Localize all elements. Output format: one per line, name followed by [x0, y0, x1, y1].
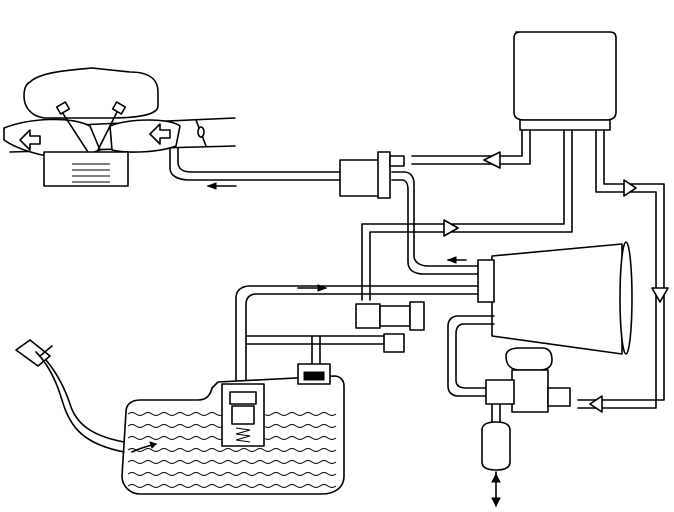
line-tank-to-vent — [245, 335, 385, 345]
wire-arrow-right — [623, 179, 637, 197]
ecm-wiring — [361, 129, 669, 413]
exhaust-port — [3, 118, 101, 161]
intake-flow-arrow — [149, 123, 171, 145]
filler-neck — [15, 339, 157, 453]
air-vent-arrow-down — [491, 497, 501, 508]
engine-intake — [3, 67, 343, 190]
line-purge-to-canister — [391, 171, 479, 275]
vent-valve-right — [409, 301, 425, 331]
canister-flow-arrow-head — [446, 256, 457, 264]
fuel-tank — [121, 363, 345, 495]
wire-arrow-purge — [483, 151, 501, 169]
wire-arrow-down — [651, 287, 669, 303]
throttle-shaft — [197, 126, 205, 138]
purge-valve-plug — [389, 155, 405, 167]
purge-valve-connector — [377, 151, 391, 199]
ecm-connector — [519, 119, 611, 131]
tank-pressure-valve-piston — [231, 405, 255, 425]
filler-cap-rim — [39, 345, 53, 357]
tank-pressure-valve-cap — [229, 391, 257, 405]
fuel-surface — [127, 412, 337, 488]
rollover-valve-float — [303, 371, 325, 381]
canister-body — [491, 243, 623, 355]
line-tank-to-canister — [235, 285, 479, 385]
wire-to-leak-pump — [577, 129, 665, 409]
canister-port-block — [477, 259, 495, 303]
vent-valve-left — [355, 303, 381, 329]
leak-detection-pump — [481, 347, 571, 508]
vent-valve-lower — [383, 333, 405, 353]
purge-line-to-intake-inner — [177, 147, 343, 173]
vent-valve — [235, 284, 479, 385]
filler-flow-arrow — [149, 441, 157, 449]
line-rollover-valve — [311, 335, 321, 365]
exhaust-flow-arrow — [19, 129, 41, 151]
air-filter — [481, 421, 511, 471]
pump-solenoid — [505, 347, 553, 371]
purge-valve-body — [339, 159, 381, 197]
tank-pressure-valve-spring — [235, 427, 251, 443]
piston — [72, 163, 110, 183]
line-canister-to-pump — [447, 315, 495, 397]
wire-to-purge-valve — [411, 129, 531, 165]
valve-spring-right — [111, 101, 127, 115]
purge-line-to-intake — [169, 147, 343, 181]
pump-body — [511, 369, 549, 413]
cylinder-block — [43, 151, 129, 187]
pump-connector — [547, 387, 571, 407]
engine-control-module — [513, 31, 617, 131]
purge-flow-arrow-head — [206, 182, 217, 190]
filler-cap — [15, 339, 51, 367]
valve-spring-left — [55, 101, 71, 115]
valve-cover — [23, 67, 159, 119]
wire-to-vent-valve — [361, 129, 573, 301]
canister-end-cap — [619, 241, 633, 355]
purge-valve — [339, 151, 479, 275]
wire-arrow-pump — [589, 395, 603, 413]
ecm-housing — [513, 31, 617, 121]
air-vent-arrow-up — [491, 472, 501, 483]
wire-arrow-vent — [443, 219, 459, 237]
pump-inlet-block — [485, 379, 515, 405]
tank-flow-arrow-head — [317, 284, 328, 292]
valve-stems — [61, 109, 119, 153]
filler-tube — [35, 351, 125, 453]
charcoal-canister — [447, 241, 633, 397]
vent-valve-center — [379, 305, 411, 327]
